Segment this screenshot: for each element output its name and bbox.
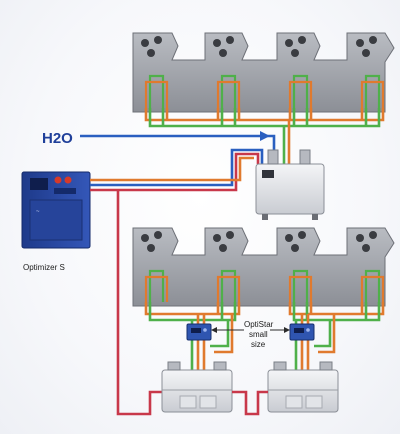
optistar-label-line-2: small (249, 330, 268, 339)
optimizer-label: Optimizer S (23, 263, 65, 272)
chiller-return-line (232, 390, 268, 416)
arrow-left-icon (211, 327, 217, 333)
optistar-label-line-3: size (251, 340, 266, 349)
optistar-regulator-left (186, 323, 212, 341)
optistar-regulator-right (289, 323, 315, 341)
small-chiller-left (161, 361, 233, 413)
bottom-press-body (132, 227, 395, 307)
arrow-right-icon (260, 131, 270, 141)
top-press (132, 32, 395, 113)
water-label: H2O (42, 130, 73, 147)
optimizer-lines (90, 148, 264, 416)
top-manifolds (144, 108, 385, 164)
top-press-unit-3-cylinders (285, 36, 306, 57)
bottom-press (132, 227, 395, 307)
optimizer-s-unit: ~ Optimizer S (21, 171, 91, 272)
top-press-body (132, 32, 395, 113)
optistar-label-line-1: OptiStar (244, 320, 274, 329)
optistar-label: OptiStar small size (211, 320, 290, 349)
bottom-press-cylinders (141, 231, 377, 252)
central-chiller (255, 149, 325, 220)
arrow-right-icon (284, 327, 290, 333)
top-press-loops (144, 74, 385, 108)
optimizer-display-icon (30, 178, 48, 190)
optimizer-brand-mark: ~ (36, 209, 40, 215)
top-press-unit-2-cylinders (213, 36, 234, 57)
top-press-unit-4-cylinders (356, 36, 377, 57)
small-chiller-right (267, 361, 339, 413)
top-press-unit-1-cylinders (141, 36, 162, 57)
bottom-press-loops (144, 269, 385, 302)
